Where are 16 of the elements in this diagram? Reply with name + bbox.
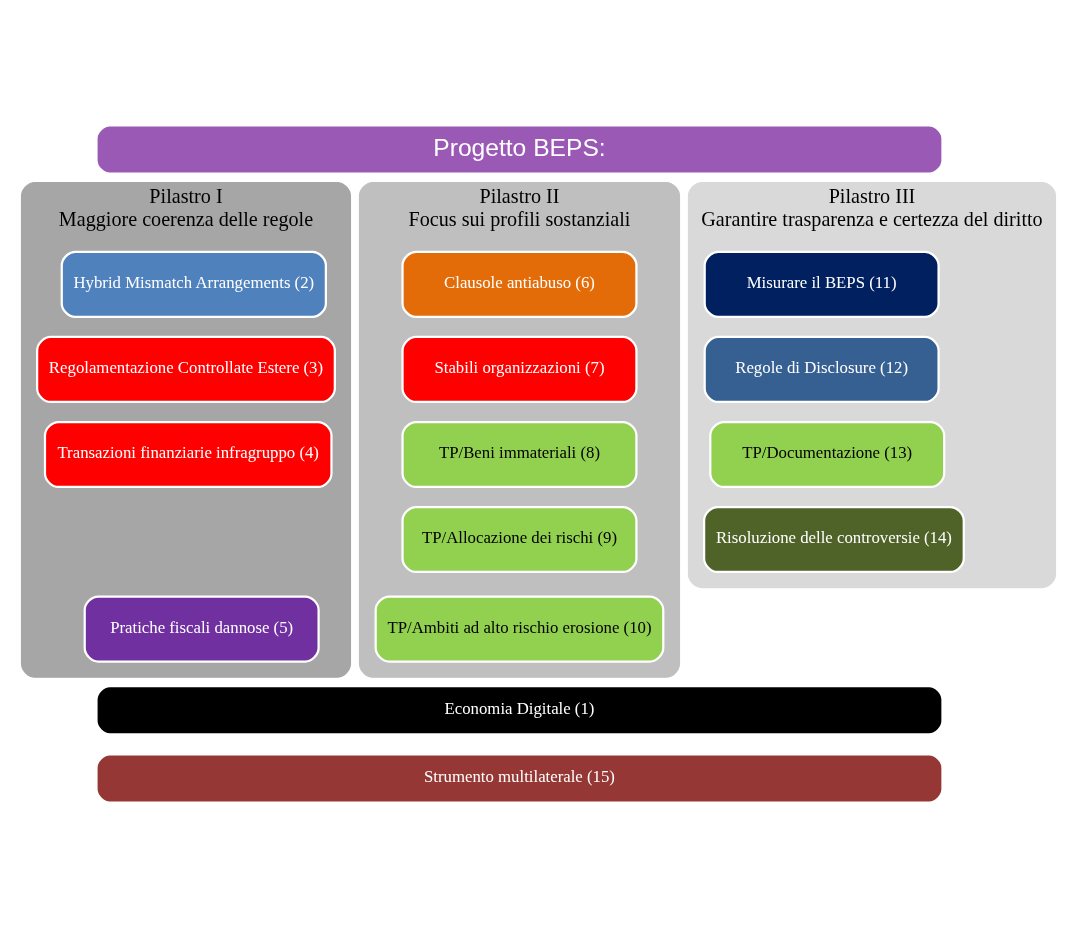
node-box: Regolamentazione Controllate Estere (3): [36, 335, 336, 403]
node-box: Strumento multilaterale (15): [95, 752, 944, 804]
node-box: Hybrid Mismatch Arrangements (2): [60, 250, 327, 318]
node-box: Transazioni finanziarie infragruppo (4): [43, 420, 333, 488]
node-box: Economia Digitale (1): [95, 684, 944, 735]
node-box: TP/Allocazione dei rischi (9): [401, 505, 638, 573]
node-box: Regole di Disclosure (12): [703, 335, 940, 403]
node-box: TP/Beni immateriali (8): [401, 420, 638, 488]
node-box: Misurare il BEPS (11): [703, 250, 940, 318]
node-box: Clausole antiabuso (6): [401, 250, 638, 318]
node-box: Pratiche fiscali dannose (5): [83, 595, 320, 663]
node-box: Risoluzione delle controversie (14): [703, 505, 965, 573]
node-box: TP/Documentazione (13): [709, 420, 946, 488]
node-box: Stabili organizzazioni (7): [401, 335, 638, 403]
node-box: TP/Ambiti ad alto rischio erosione (10): [374, 595, 665, 663]
node-box: Progetto BEPS:: [95, 123, 944, 175]
